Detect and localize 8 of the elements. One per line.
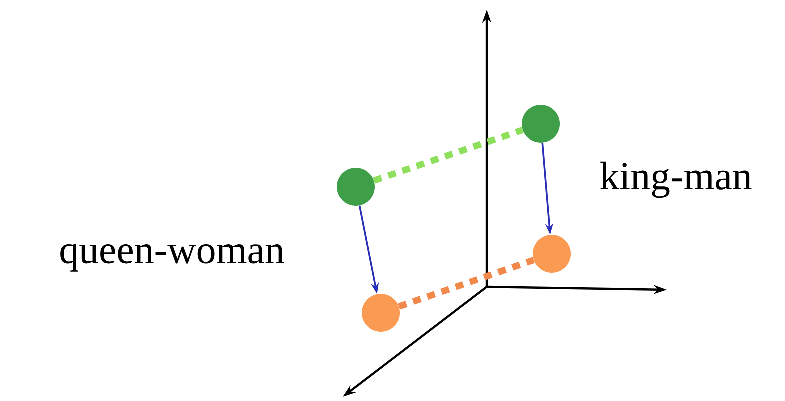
vector-label: king-man [600, 162, 752, 198]
point-circle [522, 105, 560, 143]
point-circle [533, 235, 571, 273]
point-circle [337, 168, 375, 206]
dotted-line [373, 127, 524, 184]
point-circle [362, 294, 400, 332]
dotted-line [398, 257, 535, 310]
vector-label: queen-woman [60, 244, 284, 272]
